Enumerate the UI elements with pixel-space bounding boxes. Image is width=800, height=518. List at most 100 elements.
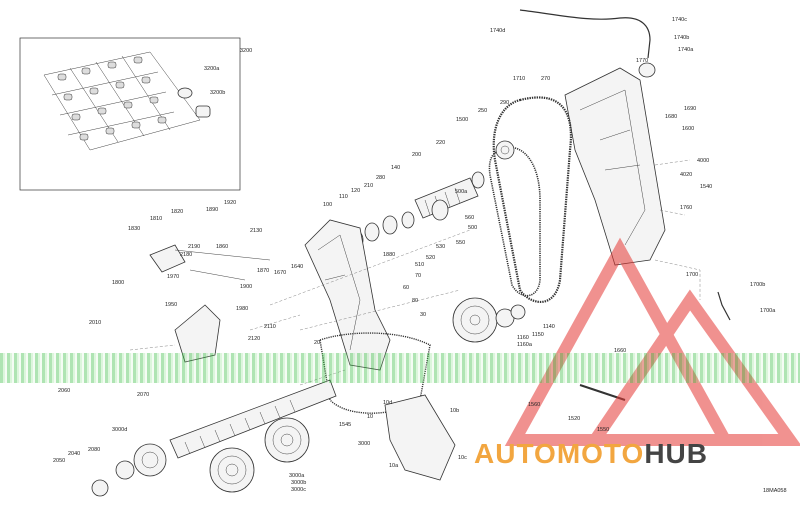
callout-1760: 1760 [680,205,693,211]
callout-2060: 2060 [58,388,71,394]
callout-1740d: 1740d [490,28,506,34]
callout-1680: 1680 [665,114,678,120]
callout-250: 250 [478,108,488,114]
callout-4000: 4000 [697,158,710,164]
callout-3000a: 3000a [289,473,305,479]
callout-1150: 1150 [532,332,544,338]
callout-3200a: 3200a [204,66,220,72]
callout-80: 80 [412,298,419,304]
callout-1890: 1890 [206,207,219,213]
callout-10a: 10a [389,463,399,469]
callout-1770: 1770 [636,58,649,64]
callout-1800: 1800 [112,280,125,286]
callout-1980: 1980 [236,306,249,312]
callout-220: 220 [436,140,446,146]
callout-1690: 1690 [684,106,697,112]
chaincase-inner [304,219,391,371]
callout-3200b: 3200b [210,90,226,96]
right-cover [564,67,666,266]
callout-1545: 1545 [339,422,352,428]
callout-560: 560 [465,215,475,221]
callout-10d: 10d [383,400,393,406]
callout-3000: 3000 [358,441,371,447]
callout-2120: 2120 [248,336,261,342]
callout-140: 140 [391,165,401,171]
cable-1740 [519,9,651,59]
callout-1160a: 1160a [517,342,532,348]
callout-70: 70 [415,273,422,279]
callout-1870: 1870 [257,268,270,274]
callout-2130: 2130 [250,228,263,234]
kit-3200-rollers [43,51,211,151]
callout-1700a: 1700a [760,308,776,314]
callout-2180: 2180 [180,252,193,258]
callout-1740a: 1740a [678,47,694,53]
callout-2110: 2110 [264,324,276,330]
callout-1670: 1670 [274,270,287,276]
callout-4020: 4020 [680,172,693,178]
callout-1740c: 1740c [672,17,687,23]
callout-1900: 1900 [240,284,253,290]
callout-110: 110 [339,194,348,200]
callout-510: 510 [415,262,425,268]
callout-1920: 1920 [224,200,237,206]
callout-30: 30 [420,312,427,318]
callout-1140: 1140 [543,324,555,330]
watermark-brand-part1: AUTOMOTO [474,438,645,469]
kit-3200-frame [19,37,241,191]
callout-280: 280 [376,175,386,181]
callout-1710: 1710 [513,76,526,82]
callout-1160: 1160 [517,335,529,341]
callout-500: 500 [468,225,478,231]
belt-1710 [492,96,572,303]
callout-530: 530 [436,244,446,250]
callout-1830: 1830 [128,226,141,232]
cover-10a [384,394,456,481]
watermark-brand-part2: HUB [644,438,708,469]
callout-1810: 1810 [150,216,163,222]
hose-1700b [717,291,731,321]
watermark-logo [504,237,800,446]
callout-3000d: 3000d [112,427,128,433]
callout-1520: 1520 [568,416,581,422]
callout-550: 550 [456,240,466,246]
callout-1700: 1700 [686,272,699,278]
callout-10: 10 [367,414,374,420]
cable-end-1740a [638,62,656,78]
drive-sprocket-3000b [264,417,310,463]
drive-shaft [169,379,337,459]
callout-1700b: 1700b [750,282,766,288]
callout-3000c: 3000c [291,487,306,493]
callout-10b: 10b [450,408,460,414]
callout-1970: 1970 [167,274,180,280]
callout-10c: 10c [458,455,467,461]
flange-3000d [133,443,167,477]
watermark-brand: AUTOMOTOHUB [474,438,708,470]
callout-520: 520 [426,255,436,261]
callout-1860: 1860 [216,244,229,250]
sprocket-1160 [452,297,498,343]
callout-2010: 2010 [89,320,102,326]
callout-1640: 1640 [291,264,304,270]
callout-1880: 1880 [383,252,396,258]
callout-2080: 2080 [88,447,101,453]
callout-500a: 500a [455,189,468,195]
callout-200: 200 [412,152,422,158]
callout-60: 60 [403,285,410,291]
callout-290: 290 [500,100,510,106]
callout-100: 100 [323,202,333,208]
drive-sprocket-3000a [209,447,255,493]
callout-1560: 1560 [528,402,541,408]
callout-1500: 1500 [456,117,469,123]
scan-artifact-band [0,353,800,383]
callout-3000b: 3000b [291,480,307,486]
callout-20: 20 [314,340,321,346]
callout-210: 210 [364,183,374,189]
callout-2070: 2070 [137,392,150,398]
callout-120: 120 [351,188,361,194]
bracket-2120 [174,304,221,363]
callout-1600: 1600 [682,126,695,132]
sprocket-250 [495,140,515,160]
callout-2040: 2040 [68,451,81,457]
